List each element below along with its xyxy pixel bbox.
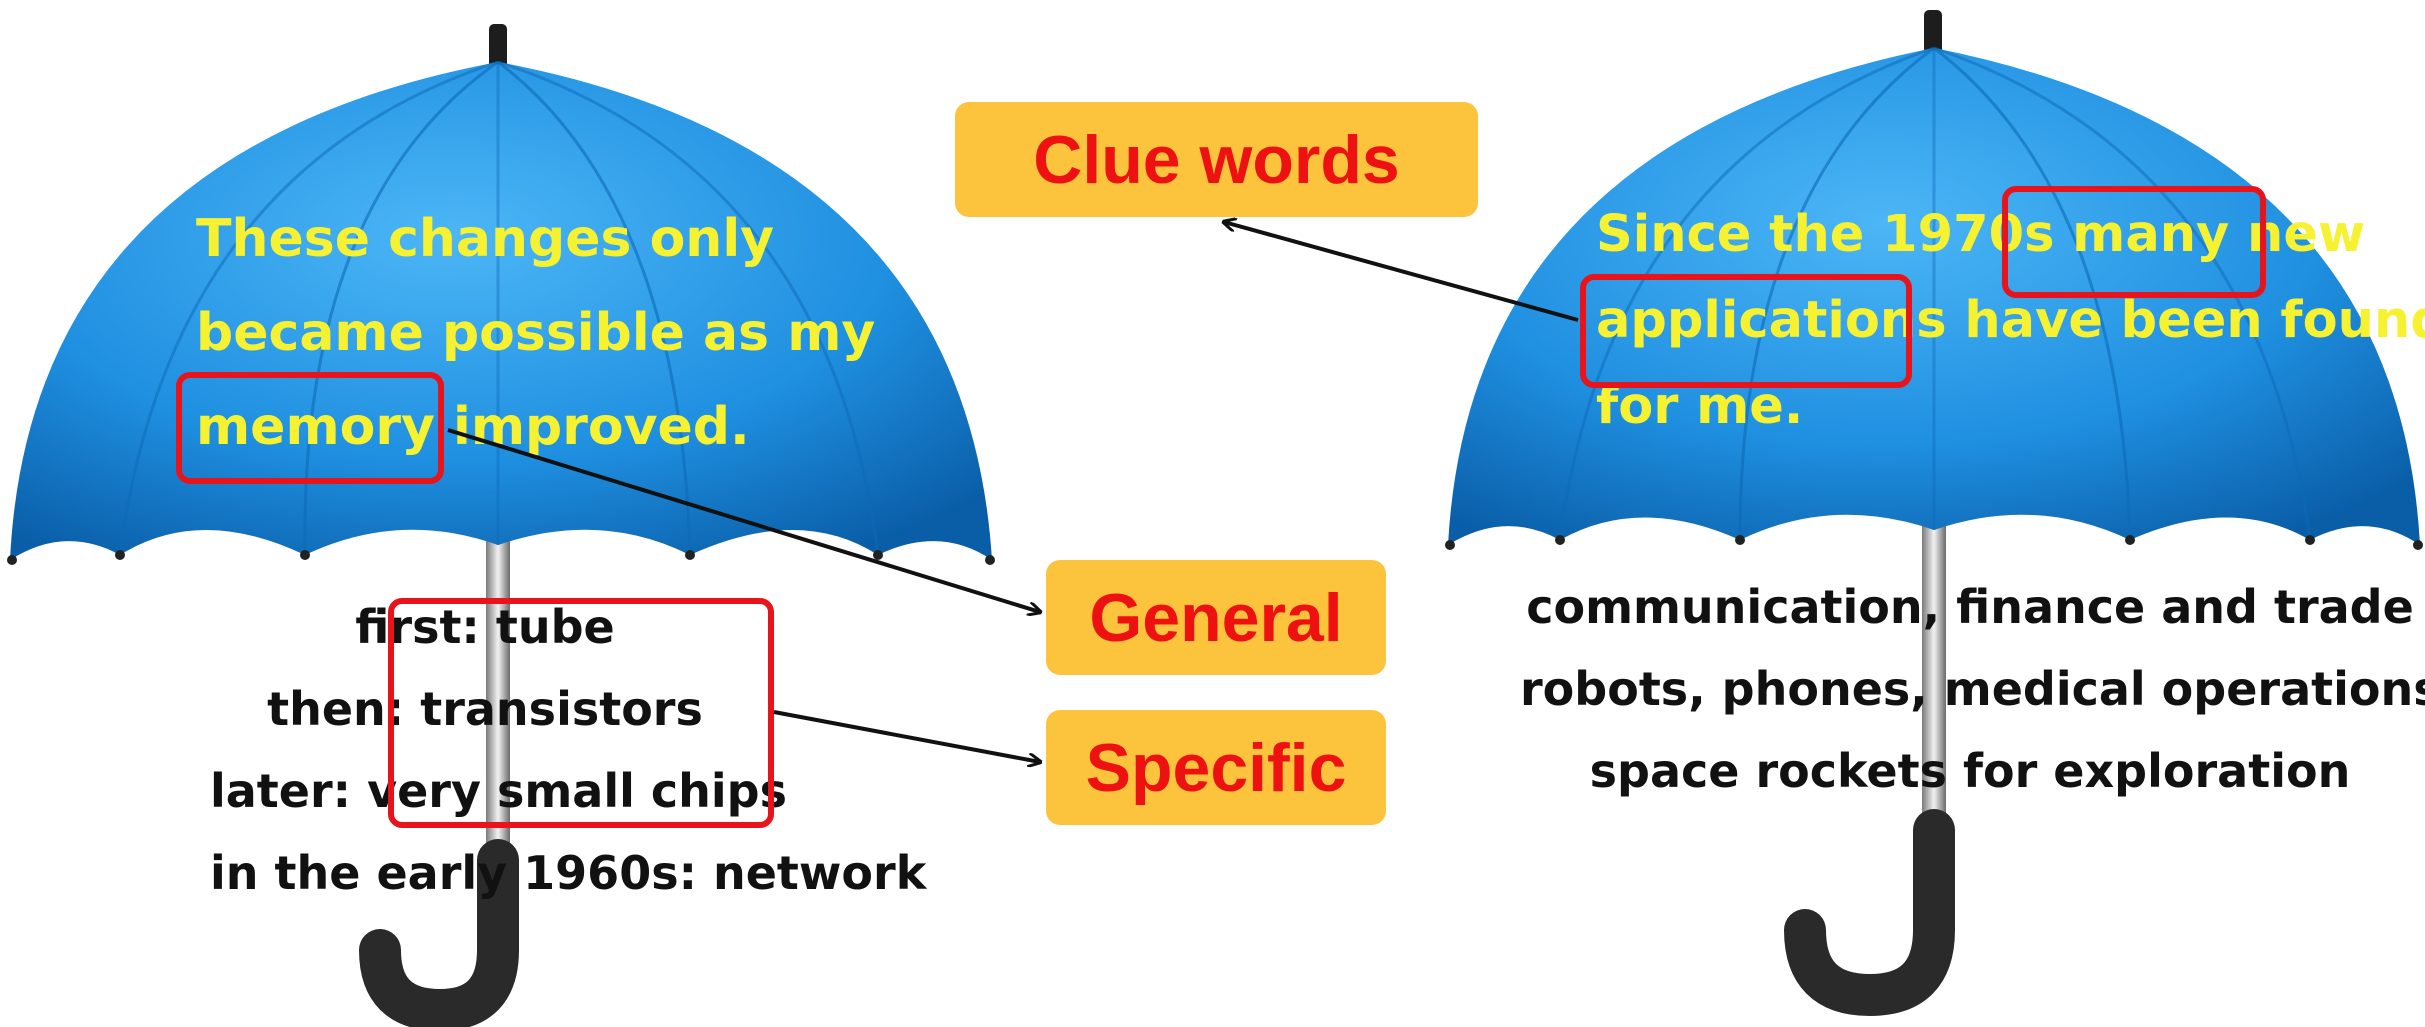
specific-arrow bbox=[773, 710, 1040, 762]
left-example-line: in the early 1960s: network bbox=[210, 846, 927, 900]
left-examples-list: first: tube then: transistors later: ver… bbox=[200, 586, 927, 914]
general-arrow bbox=[447, 428, 1040, 612]
left-umbrella-handle bbox=[359, 839, 519, 1027]
clue-words-arrow bbox=[1224, 222, 1579, 322]
left-umbrella-canopy bbox=[10, 62, 992, 560]
many-new-highlight bbox=[2002, 186, 2266, 298]
right-example-line: space rockets for exploration bbox=[1589, 744, 2351, 798]
right-examples-list: communication, finance and trade robots,… bbox=[1520, 566, 2425, 812]
left-canopy-line: memory improved. bbox=[196, 397, 750, 457]
right-umbrella-shaft bbox=[1922, 500, 1946, 860]
specific-label: Specific bbox=[1046, 710, 1386, 825]
right-umbrella-tip bbox=[1924, 10, 1942, 54]
general-label: General bbox=[1046, 560, 1386, 675]
left-canopy-text: These changes only became possible as my… bbox=[196, 192, 875, 474]
right-example-line: robots, phones, medical operations bbox=[1520, 662, 2425, 716]
left-umbrella-icon bbox=[7, 24, 995, 1027]
clue-words-label: Clue words bbox=[955, 102, 1478, 217]
left-canopy-line: became possible as my bbox=[196, 303, 876, 363]
right-umbrella-canopy bbox=[1448, 48, 2420, 545]
right-example-line: communication, finance and trade bbox=[1526, 580, 2414, 634]
right-canopy-line: Since the 1970s many new bbox=[1596, 205, 2366, 264]
right-canopy-text: Since the 1970s many new applications ha… bbox=[1596, 192, 2425, 450]
right-umbrella-icon bbox=[1445, 10, 2423, 1017]
applications-highlight bbox=[1580, 274, 1912, 388]
right-canopy-line: applications have been found bbox=[1596, 291, 2425, 350]
specific-examples-highlight bbox=[388, 598, 774, 828]
left-umbrella-shaft bbox=[486, 520, 510, 880]
left-example-line: later: very small chips bbox=[210, 764, 787, 818]
left-canopy-line: These changes only bbox=[196, 209, 775, 269]
right-umbrella-handle bbox=[1784, 809, 1955, 1017]
memory-highlight bbox=[176, 372, 444, 484]
left-example-line: then: transistors bbox=[267, 682, 703, 736]
left-umbrella-tip bbox=[489, 24, 507, 68]
